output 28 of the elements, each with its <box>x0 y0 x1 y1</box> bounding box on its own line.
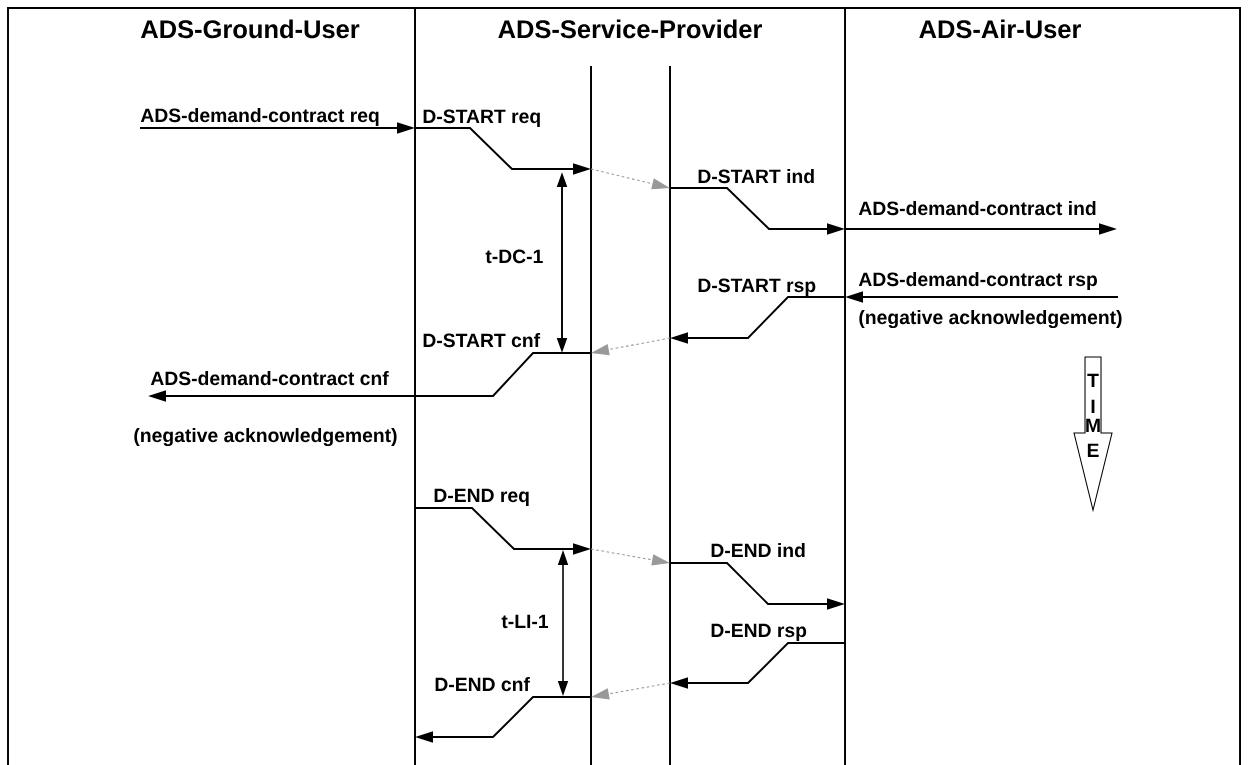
edge-label: D-START cnf <box>422 333 541 348</box>
time-letter: I <box>1091 399 1095 413</box>
edge-label: ADS-demand-contract cnf <box>150 371 389 386</box>
time-letter: M <box>1086 418 1100 432</box>
edge-label: D-START req <box>422 109 542 127</box>
note: (negative acknowledgement) <box>134 428 397 447</box>
edge-label: D-END ind <box>710 543 806 558</box>
lifeline <box>844 7 846 765</box>
edge-label: D-END rsp <box>710 623 807 641</box>
column-heading: ADS-Service-Provider <box>498 19 762 39</box>
edge-label: D-START rsp <box>697 278 817 296</box>
edge-label: D-END req <box>433 488 530 506</box>
timer-label: t-DC-1 <box>485 249 543 264</box>
lifeline <box>669 65 671 765</box>
edge-label: ADS-demand-contract rsp <box>858 272 1098 290</box>
time-letter: T <box>1087 373 1099 387</box>
column-heading: ADS-Ground-User <box>140 19 360 39</box>
edge-label: D-START ind <box>697 169 816 184</box>
column-heading: ADS-Air-User <box>919 19 1081 39</box>
message-line <box>414 352 592 397</box>
lifeline <box>414 7 416 765</box>
note: (negative acknowledgement) <box>859 310 1122 329</box>
lifeline <box>590 65 592 765</box>
edge-label: D-END cnf <box>434 677 530 692</box>
edge-label: ADS-demand-contract ind <box>858 201 1097 216</box>
edge-label: ADS-demand-contract req <box>140 108 380 126</box>
timer-label: t-LI-1 <box>501 614 549 629</box>
time-letter: E <box>1087 443 1099 457</box>
